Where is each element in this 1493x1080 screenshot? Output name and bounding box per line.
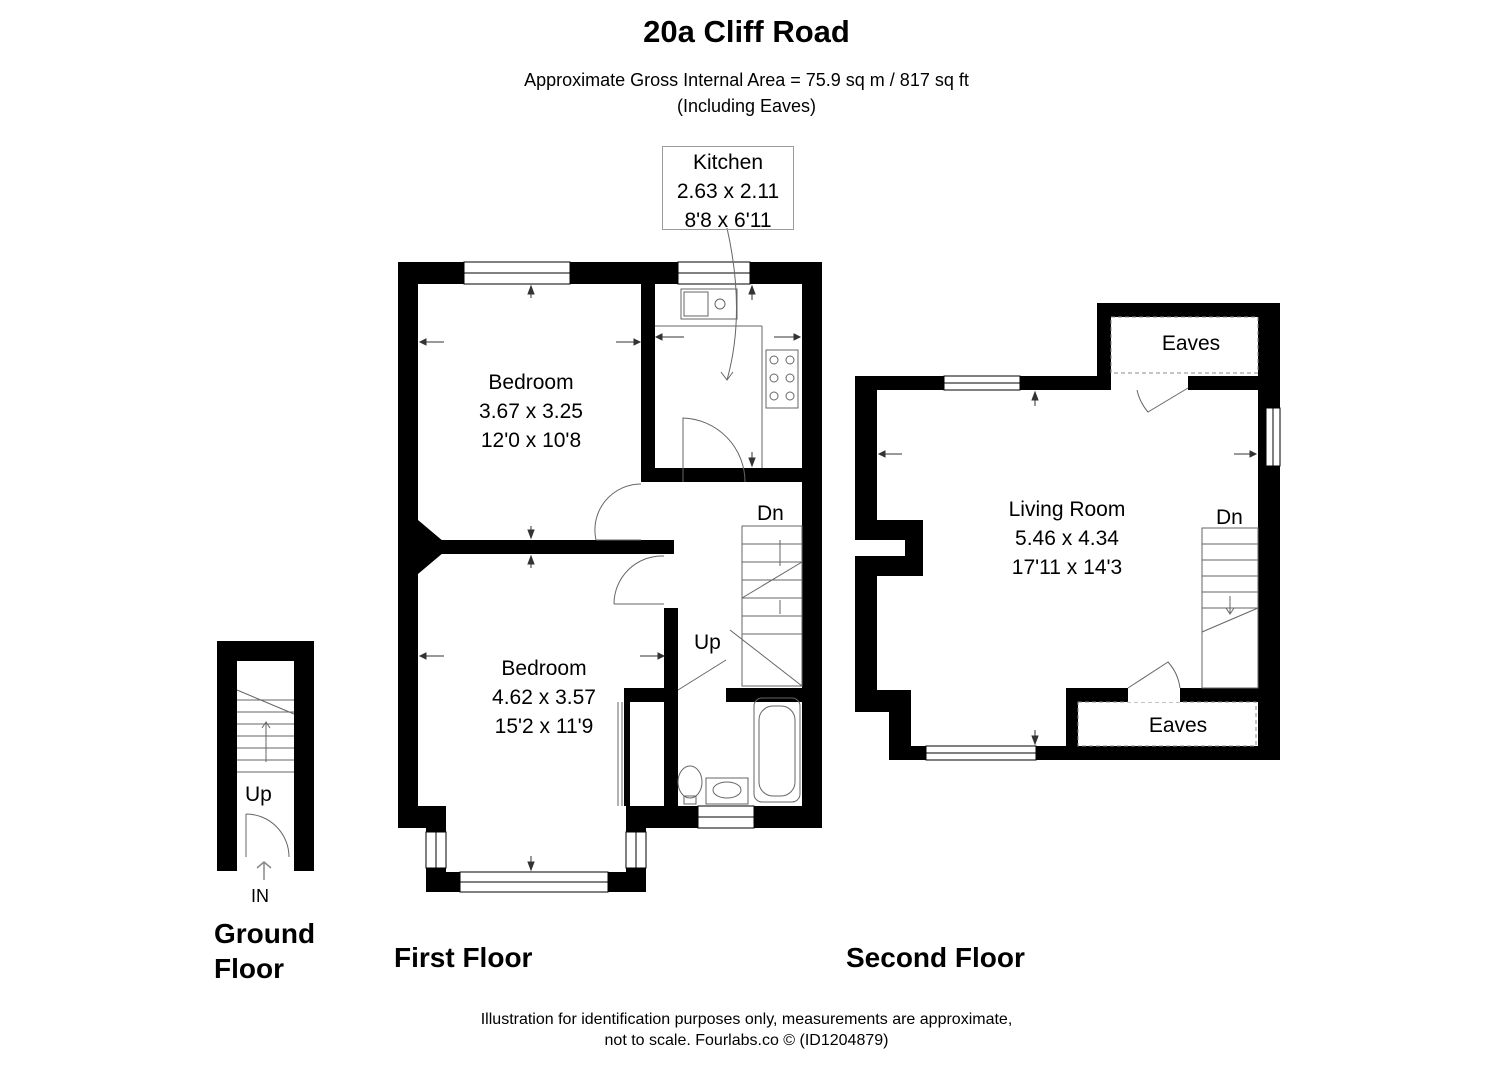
first-floor-stair <box>729 525 803 687</box>
eaves-bottom-label: Eaves <box>1148 714 1208 737</box>
second-floor-stair <box>1201 527 1259 689</box>
kitchen-name: Kitchen <box>692 151 764 174</box>
living-name: Living Room <box>1008 498 1126 521</box>
second-floor-doors <box>1127 376 1189 702</box>
bedroom2-imperial: 15'2 x 11'9 <box>494 715 594 738</box>
kitchen-metric: 2.63 x 2.11 <box>676 180 780 203</box>
bedroom1-room-label: Bedroom 3.67 x 3.25 12'0 x 10'8 <box>431 368 631 455</box>
first-floor-stair-down-label: Dn <box>757 502 784 525</box>
ground-entrance-door <box>245 813 290 858</box>
bathroom-fixtures <box>677 697 801 805</box>
living-room-label: Living Room 5.46 x 4.34 17'11 x 14'3 <box>967 495 1167 582</box>
plan-title: 20a Cliff Road <box>643 14 850 49</box>
ground-floor-label-line1: Ground <box>214 918 316 949</box>
second-floor-label: Second Floor <box>846 942 1025 973</box>
living-imperial: 17'11 x 14'3 <box>1011 556 1123 579</box>
kitchen-label-box <box>662 146 794 230</box>
first-floor-dimension-arrows <box>418 284 802 872</box>
area-line: Approximate Gross Internal Area = 75.9 s… <box>524 70 969 90</box>
first-floor-label: First Floor <box>394 942 533 973</box>
ground-floor-label-line2: Floor <box>214 953 284 984</box>
ground-floor-plan <box>217 641 314 880</box>
eaves-top-label: Eaves <box>1161 332 1221 355</box>
ground-floor-label: Ground Floor <box>214 916 315 986</box>
second-floor-dimension-arrows <box>877 390 1258 746</box>
bedroom1-imperial: 12'0 x 10'8 <box>480 429 582 452</box>
first-floor-stair-up-label: Up <box>694 631 721 654</box>
ground-stair-up-label: Up <box>245 783 272 806</box>
bedroom2-metric: 4.62 x 3.57 <box>492 686 596 709</box>
bedroom1-metric: 3.67 x 3.25 <box>479 400 583 423</box>
kitchen-fixtures <box>655 227 799 468</box>
ground-stair <box>236 689 295 773</box>
entrance-label: IN <box>251 886 269 906</box>
area-note: (Including Eaves) <box>676 96 817 116</box>
bedroom2-room-label: Bedroom 4.62 x 3.57 15'2 x 11'9 <box>444 654 644 741</box>
first-floor-plan <box>398 227 822 893</box>
second-floor-stair-down-label: Dn <box>1216 506 1243 529</box>
entrance-arrow-icon <box>256 861 272 880</box>
bedroom1-name: Bedroom <box>488 371 574 394</box>
bedroom2-name: Bedroom <box>501 657 587 680</box>
kitchen-imperial: 8'8 x 6'11 <box>684 209 772 232</box>
living-metric: 5.46 x 4.34 <box>1015 527 1119 550</box>
first-floor-doors <box>594 417 746 691</box>
disclaimer-line2: not to scale. Fourlabs.co © (ID1204879) <box>604 1032 889 1049</box>
second-floor-plan <box>855 303 1281 761</box>
disclaimer-line1: Illustration for identification purposes… <box>480 1011 1013 1028</box>
kitchen-room-label: Kitchen 2.63 x 2.11 8'8 x 6'11 <box>662 148 794 235</box>
